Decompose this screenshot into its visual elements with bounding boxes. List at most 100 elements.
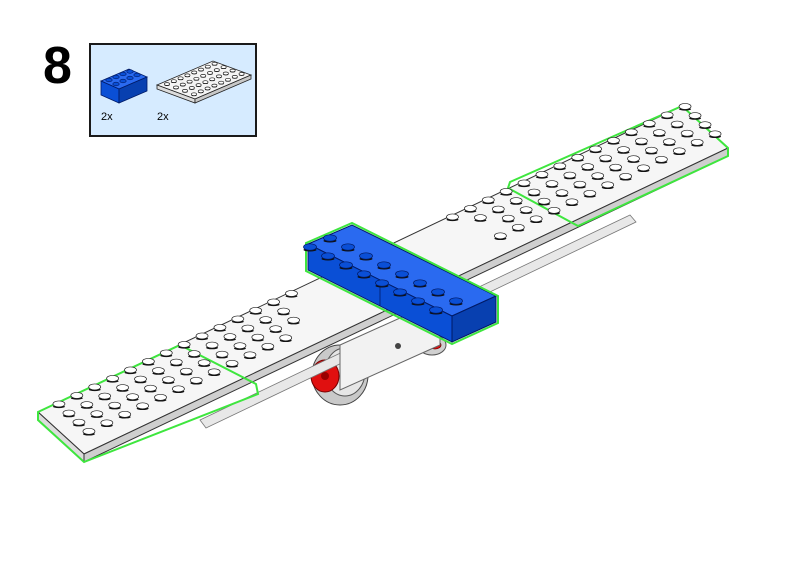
stud — [431, 288, 445, 296]
stud — [259, 316, 273, 323]
stud — [202, 80, 209, 84]
stud — [698, 121, 712, 129]
stud — [565, 198, 579, 206]
stud — [100, 419, 114, 427]
stud — [519, 206, 533, 214]
stud — [601, 181, 615, 189]
parts-list-qty-blue-brick: 2x — [101, 111, 113, 123]
plate-studs — [52, 103, 722, 436]
stud — [303, 243, 317, 251]
stud — [169, 358, 183, 366]
stud — [177, 341, 191, 348]
stud — [233, 342, 247, 350]
stud — [209, 77, 216, 81]
stud — [607, 137, 620, 144]
stud — [619, 172, 632, 180]
stud — [215, 350, 229, 358]
stud — [223, 333, 237, 340]
stud — [193, 76, 200, 81]
stud — [660, 111, 674, 119]
stud — [474, 214, 487, 221]
step-number: 8 — [43, 37, 72, 95]
stud — [511, 223, 525, 231]
stud — [218, 80, 225, 85]
stud — [249, 307, 263, 314]
stud — [287, 316, 300, 324]
stud — [186, 79, 193, 84]
stud — [222, 71, 229, 76]
stud — [170, 79, 177, 83]
stud — [229, 68, 236, 73]
stud — [535, 171, 549, 178]
stud — [207, 71, 213, 75]
stud — [413, 279, 427, 287]
parts-list-callout: 2x 2x — [89, 43, 257, 137]
stud — [182, 89, 188, 93]
stud — [635, 137, 648, 145]
stud — [52, 400, 66, 408]
stud — [204, 64, 211, 69]
stud — [637, 164, 650, 172]
stud — [205, 341, 219, 349]
stud — [617, 146, 630, 153]
stud — [191, 70, 198, 75]
stud — [509, 197, 523, 204]
stud — [164, 82, 170, 86]
stud — [591, 172, 605, 180]
stud — [563, 171, 577, 179]
stud — [375, 279, 389, 287]
stud — [393, 288, 407, 296]
stud — [555, 189, 569, 197]
stud — [645, 146, 658, 154]
stud — [225, 359, 239, 367]
stud — [395, 270, 409, 278]
stud — [652, 129, 666, 136]
stud — [98, 392, 112, 400]
stud — [481, 196, 495, 204]
stud — [599, 154, 612, 162]
stud — [609, 163, 622, 171]
stud — [187, 350, 201, 357]
brick-studs — [303, 234, 463, 315]
stud — [211, 61, 218, 66]
stud — [708, 130, 722, 138]
stud — [464, 205, 477, 212]
stud — [491, 205, 505, 213]
stud — [106, 375, 119, 382]
stud — [446, 213, 459, 221]
stud — [216, 74, 222, 79]
stud — [680, 129, 694, 137]
stud — [144, 384, 157, 392]
parts-list-item-white-plate — [155, 55, 253, 105]
stud — [547, 206, 561, 214]
stud — [571, 154, 585, 161]
stud — [279, 334, 293, 342]
stud — [220, 65, 227, 69]
stud — [411, 297, 425, 305]
stud — [62, 409, 76, 417]
stud — [499, 188, 513, 195]
stud — [88, 383, 102, 391]
stud — [251, 333, 265, 341]
stud — [118, 410, 132, 418]
stud — [339, 261, 353, 269]
stud — [662, 138, 676, 146]
stud — [177, 76, 184, 80]
stud — [688, 112, 702, 119]
stud — [429, 306, 443, 314]
stud — [207, 368, 221, 376]
stud — [583, 189, 597, 197]
stud — [179, 82, 186, 87]
stud — [625, 128, 638, 136]
stud — [359, 252, 373, 260]
blue-brick-icon — [100, 68, 148, 104]
stud — [225, 77, 231, 82]
stud — [72, 418, 86, 426]
stud — [527, 188, 541, 196]
stud — [173, 85, 179, 90]
parts-list-qty-white-plate: 2x — [157, 111, 169, 123]
stud — [323, 234, 337, 242]
stud — [642, 120, 656, 127]
stud — [449, 297, 463, 305]
stud — [241, 324, 255, 332]
